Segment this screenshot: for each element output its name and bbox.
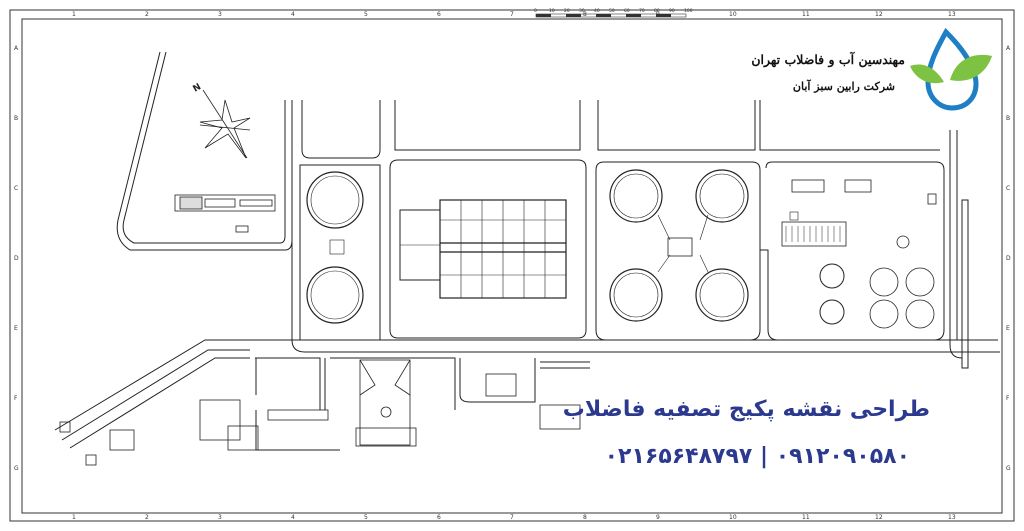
phone-landline: ۰۲۱۶۵۶۴۸۷۹۷ xyxy=(604,444,753,469)
frame-row-labels: A A B B C C D D E E F F G G xyxy=(14,45,1011,472)
frame-row-label: B xyxy=(14,115,18,122)
scale-label: 70 xyxy=(639,8,645,14)
frame-column-label: 10 xyxy=(729,11,737,18)
aeration-basin xyxy=(399,199,567,299)
frame-column-label: 5 xyxy=(364,514,368,521)
frame-column-label: 3 xyxy=(218,514,222,521)
frame-column-label: 1 xyxy=(72,514,76,521)
frame-column-label: 5 xyxy=(364,11,368,18)
road-network xyxy=(54,51,1000,451)
scale-label: 50 xyxy=(609,8,615,14)
frame-row-label: D xyxy=(1006,255,1011,262)
frame-column-label: 2 xyxy=(145,514,149,521)
scale-label: 10 xyxy=(549,8,555,14)
frame-column-label: 13 xyxy=(948,514,956,521)
frame-column-label: 4 xyxy=(291,11,295,18)
north-compass xyxy=(199,89,251,159)
frame-row-label: G xyxy=(14,465,19,472)
frame-row-label: D xyxy=(14,255,19,262)
frame-column-label: 8 xyxy=(583,11,587,18)
frame-row-label: A xyxy=(14,45,19,52)
company-name: مهندسین آب و فاضلاب تهران xyxy=(751,52,905,67)
frame-column-label: 2 xyxy=(145,11,149,18)
scale-label: 30 xyxy=(579,8,585,14)
frame-column-label: 13 xyxy=(948,11,956,18)
frame-column-label: 11 xyxy=(802,11,810,18)
lower-buildings xyxy=(59,359,581,466)
frame-column-label: 9 xyxy=(656,514,660,521)
contact-phones: ۰۲۱۶۵۶۴۸۷۹۷ | ۰۹۱۲۰۹۰۵۸۰ xyxy=(600,444,910,469)
inlet-structure xyxy=(174,194,276,233)
frame-row-label: C xyxy=(1006,185,1010,192)
frame-column-label: 10 xyxy=(729,514,737,521)
scale-label: 100 xyxy=(684,8,693,14)
frame-row-label: E xyxy=(1006,325,1010,332)
frame-row-label: A xyxy=(1006,45,1011,52)
scale-label: 60 xyxy=(624,8,630,14)
scale-label: 80 xyxy=(654,8,660,14)
scale-label: 90 xyxy=(669,8,675,14)
frame-column-label: 6 xyxy=(437,11,441,18)
scale-bar: 0 10 20 30 40 50 60 70 80 90 100 xyxy=(534,8,693,18)
sludge-tanks xyxy=(781,179,937,329)
clarifier-tanks-right xyxy=(609,169,749,322)
company-subtitle: شرکت رابین سبز آبان xyxy=(792,80,895,93)
frame-row-label: F xyxy=(1006,395,1010,402)
frame-column-label: 1 xyxy=(72,11,76,18)
frame-row-label: C xyxy=(14,185,18,192)
frame-row-label: F xyxy=(14,395,18,402)
frame-column-label: 6 xyxy=(437,514,441,521)
drawing-frame xyxy=(9,9,1015,522)
frame-row-label: G xyxy=(1006,465,1011,472)
frame-column-label: 12 xyxy=(875,11,883,18)
frame-column-label: 11 xyxy=(802,514,810,521)
frame-row-label: B xyxy=(1006,115,1010,122)
scale-label: 40 xyxy=(594,8,600,14)
frame-row-label: E xyxy=(14,325,18,332)
scale-label: 0 xyxy=(534,8,537,14)
north-label: N xyxy=(192,82,204,94)
frame-column-label: 7 xyxy=(510,514,514,521)
company-logo xyxy=(910,27,992,111)
scale-label: 20 xyxy=(564,8,570,14)
phone-mobile: ۰۹۱۲۰۹۰۵۸۰ xyxy=(775,444,910,469)
clarifier-tanks-left xyxy=(306,171,364,324)
phone-separator: | xyxy=(760,444,769,469)
frame-column-label: 7 xyxy=(510,11,514,18)
frame-column-label: 8 xyxy=(583,514,587,521)
frame-column-label: 12 xyxy=(875,514,883,521)
banner-title: طراحی نقشه پکیج تصفیه فاضلاب xyxy=(562,397,930,422)
frame-column-labels: 1122334455667788991010111112121313 xyxy=(72,11,956,521)
frame-column-label: 4 xyxy=(291,514,295,521)
frame-column-label: 3 xyxy=(218,11,222,18)
